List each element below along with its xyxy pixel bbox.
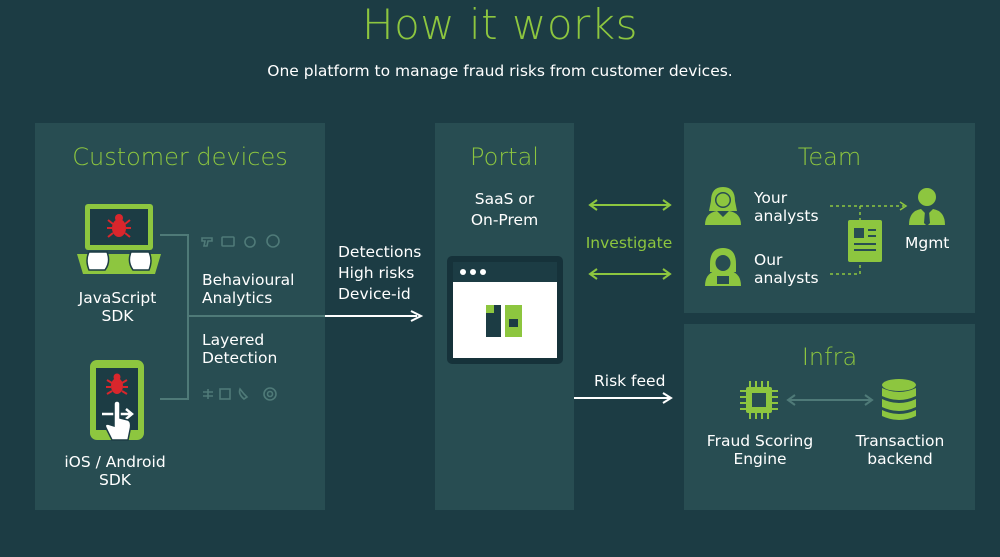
flow-label-detections: Detections: [338, 243, 422, 261]
team-title: Team: [797, 143, 862, 171]
your-analysts-line1: Your: [754, 189, 788, 207]
behavioural-line2: Analytics: [202, 289, 273, 307]
laptop-icon: [77, 204, 161, 274]
detection-icons: [203, 387, 277, 401]
database-icon: [882, 379, 916, 420]
risk-feed-arrow: [574, 392, 673, 404]
logo-icon: [486, 305, 522, 337]
investigate-arrow-top: [588, 199, 672, 211]
engine-line2: Engine: [733, 450, 787, 468]
copy-icon: [219, 388, 231, 400]
infra-link-arrow: [786, 394, 874, 406]
backend-line1: Transaction: [855, 432, 945, 450]
bug-small-icon: [203, 389, 213, 399]
portal-deploy-line1: SaaS or: [474, 190, 535, 208]
manager-icon: [909, 188, 945, 226]
timer-icon: [244, 236, 256, 248]
our-analysts-line1: Our: [754, 251, 783, 269]
cpu-chip-icon: [740, 381, 778, 419]
phone-call-icon: [238, 387, 249, 400]
phone-icon: [90, 360, 144, 441]
analyst-female-icon: [705, 187, 741, 225]
your-analysts-line2: analysts: [754, 207, 819, 225]
keyboard-icon: [221, 236, 235, 247]
behavioural-line1: Behavioural: [202, 271, 295, 289]
portal-title: Portal: [470, 143, 539, 171]
flow-label-device-id: Device-id: [338, 285, 411, 303]
gun-icon: [201, 237, 213, 247]
target-icon: [263, 387, 277, 401]
behaviour-icons: [201, 234, 280, 248]
layered-line1: Layered: [202, 331, 265, 349]
infra-title: Infra: [801, 343, 858, 371]
phone-label-line2: SDK: [99, 471, 131, 489]
laptop-label-line2: SDK: [101, 307, 134, 325]
bug-icon: [107, 214, 131, 238]
mgmt-label: Mgmt: [905, 234, 950, 252]
flow-arrow: [187, 310, 424, 322]
infra-panel: Infra: [684, 324, 975, 510]
customer-devices-title: Customer devices: [72, 143, 288, 171]
layered-line2: Detection: [202, 349, 278, 367]
browser-window-icon: [447, 256, 563, 364]
page-subtitle: One platform to manage fraud risks from …: [267, 62, 733, 80]
touch-icon: [266, 234, 280, 248]
bug-icon: [106, 373, 128, 395]
backend-line2: backend: [867, 450, 933, 468]
investigate-label: Investigate: [585, 234, 673, 252]
analyst-hooded-icon: [705, 248, 741, 286]
flow-label-high-risks: High risks: [338, 264, 415, 282]
risk-feed-label: Risk feed: [594, 372, 666, 390]
laptop-label-line1: JavaScript: [78, 289, 157, 307]
page-title: How it works: [362, 0, 638, 49]
investigate-arrow-bottom: [588, 268, 672, 280]
report-icon: [848, 220, 882, 262]
our-analysts-line2: analysts: [754, 269, 819, 287]
report-flow: [830, 201, 908, 275]
phone-label-line1: iOS / Android: [64, 453, 166, 471]
engine-line1: Fraud Scoring: [706, 432, 814, 450]
connector-laptop: [160, 234, 188, 236]
connector-phone: [160, 398, 188, 400]
portal-deploy-line2: On-Prem: [470, 211, 539, 229]
